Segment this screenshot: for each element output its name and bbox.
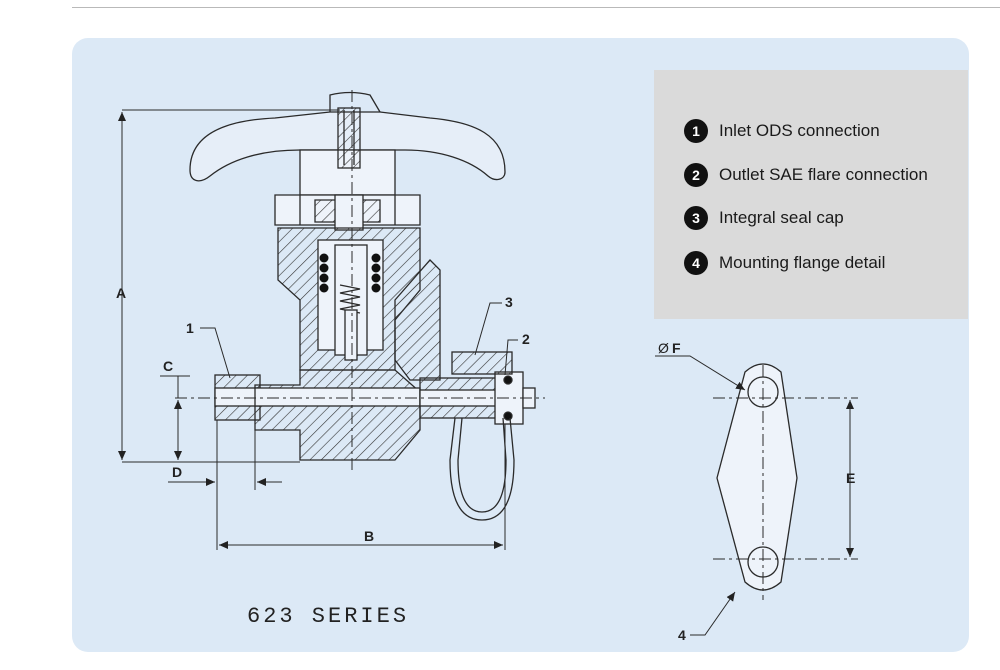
leader-4 <box>690 591 736 636</box>
legend-label: Mounting flange detail <box>719 253 886 272</box>
legend-item-seal-cap: 3 Integral seal cap <box>684 205 844 231</box>
legend-item-flange: 4 Mounting flange detail <box>684 250 885 276</box>
number-badge: 2 <box>684 163 708 187</box>
legend-label: Inlet ODS connection <box>719 121 880 140</box>
leader-f <box>655 355 746 391</box>
dim-c-label: C <box>163 358 173 374</box>
top-divider <box>72 7 1000 8</box>
series-title: 623 SERIES <box>247 604 410 629</box>
stem-spring <box>339 284 361 314</box>
legend-box: 1 Inlet ODS connection 2 Outlet SAE flar… <box>654 70 968 319</box>
seal-cap-strap <box>449 417 515 521</box>
leader-1 <box>200 327 231 379</box>
dim-f-symbol: Ø <box>658 340 669 356</box>
dim-b-label: B <box>364 528 374 544</box>
number-badge: 3 <box>684 206 708 230</box>
leader-3 <box>474 302 502 356</box>
legend-item-inlet: 1 Inlet ODS connection <box>684 118 880 144</box>
legend-label: Outlet SAE flare connection <box>719 165 928 184</box>
dim-d-label: D <box>172 464 182 480</box>
spring <box>319 253 381 293</box>
handle-bar <box>329 91 381 113</box>
dim-f-label: F <box>672 340 681 356</box>
callout-2: 2 <box>522 331 530 347</box>
valve-body-lower <box>254 369 421 461</box>
callout-4: 4 <box>678 627 686 643</box>
callout-1: 1 <box>186 320 194 336</box>
stem-head <box>337 107 361 169</box>
number-badge: 1 <box>684 119 708 143</box>
legend-item-outlet: 2 Outlet SAE flare connection <box>684 162 928 188</box>
mounting-flange <box>716 363 798 591</box>
number-badge: 4 <box>684 251 708 275</box>
dim-a-label: A <box>116 285 126 301</box>
seal-cap <box>451 351 513 375</box>
dim-e-label: E <box>846 470 855 486</box>
callout-3: 3 <box>505 294 513 310</box>
legend-label: Integral seal cap <box>719 208 844 227</box>
leader-2 <box>504 339 518 376</box>
